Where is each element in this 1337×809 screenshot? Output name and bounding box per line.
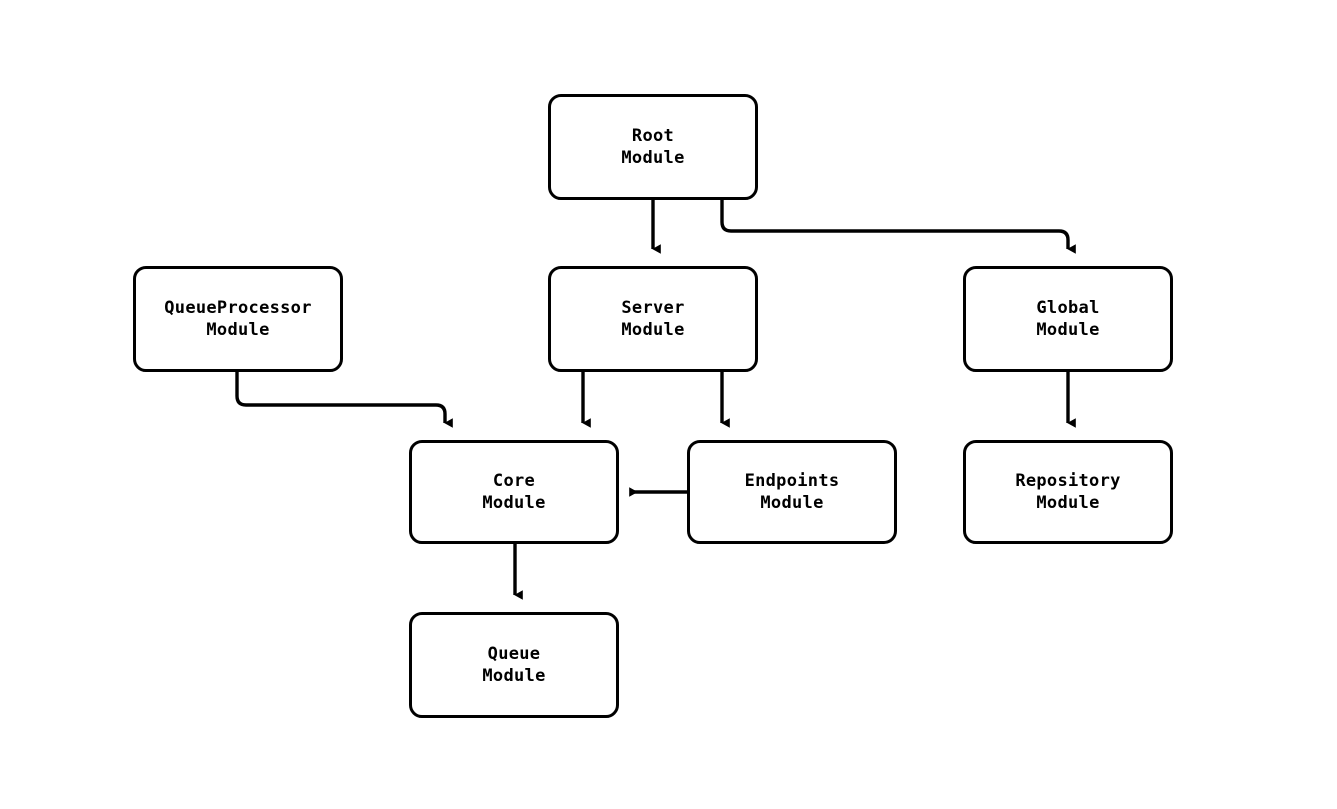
node-root-module-line2: Module: [621, 148, 685, 168]
node-global-module[interactable]: Global Module: [963, 266, 1173, 372]
node-queueprocessor-module[interactable]: QueueProcessor Module: [133, 266, 343, 372]
node-root-module-line1: Root: [631, 126, 675, 146]
node-queueprocessor-module-line1: QueueProcessor: [164, 298, 312, 318]
node-queueprocessor-module-line2: Module: [206, 320, 270, 340]
node-repository-module[interactable]: Repository Module: [963, 440, 1173, 544]
node-core-module[interactable]: Core Module: [409, 440, 619, 544]
node-global-module-line1: Global: [1036, 298, 1100, 318]
edge-root-global: [720, 200, 1076, 254]
node-endpoints-module-line1: Endpoints: [744, 471, 840, 491]
node-repository-module-line2: Module: [1036, 493, 1100, 513]
node-queue-module[interactable]: Queue Module: [409, 612, 619, 718]
node-queue-module-line2: Module: [482, 666, 546, 686]
node-repository-module-line1: Repository: [1015, 471, 1121, 491]
node-endpoints-module-line2: Module: [760, 493, 824, 513]
node-server-module-line1: Server: [621, 298, 685, 318]
node-server-module[interactable]: Server Module: [548, 266, 758, 372]
node-endpoints-module[interactable]: Endpoints Module: [687, 440, 897, 544]
node-root-module[interactable]: Root Module: [548, 94, 758, 200]
node-core-module-line2: Module: [482, 493, 546, 513]
node-queue-module-line1: Queue: [487, 644, 541, 664]
node-global-module-line2: Module: [1036, 320, 1100, 340]
node-server-module-line2: Module: [621, 320, 685, 340]
node-core-module-line1: Core: [492, 471, 536, 491]
edge-queueprocessor-core: [235, 372, 453, 428]
